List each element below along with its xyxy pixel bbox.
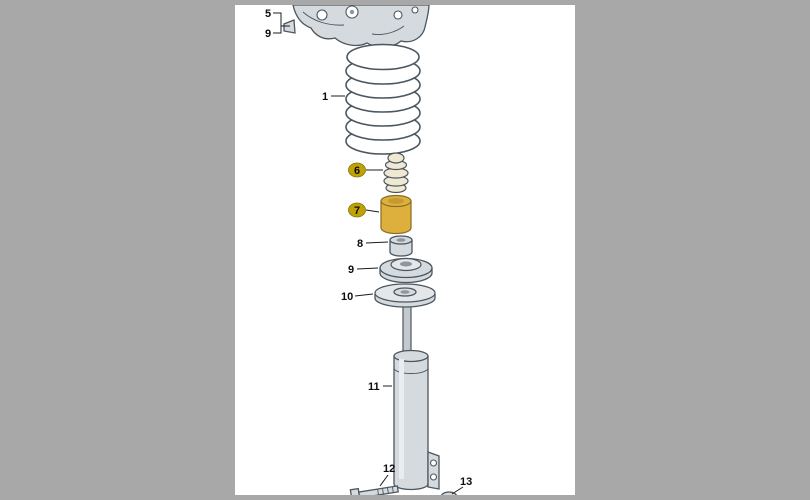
part-label-9-upper[interactable]: 9: [265, 28, 271, 40]
part-label-10[interactable]: 10: [341, 291, 353, 303]
strut-bearing: [379, 257, 433, 284]
top-mount-bracket: [283, 5, 430, 48]
strut-clamp-bracket: [427, 451, 440, 490]
bracket-contour: [371, 25, 405, 35]
spring-coil: [346, 43, 420, 71]
bushing-bore: [396, 238, 406, 242]
dust-cap-body: [380, 200, 412, 235]
highlight-badge-7[interactable]: [348, 202, 366, 218]
bolt-threads: [377, 486, 394, 495]
part-label-1[interactable]: 1: [322, 91, 328, 103]
part-label-8[interactable]: 8: [357, 238, 363, 250]
bushing: [389, 235, 413, 257]
leader-line: [379, 474, 389, 487]
bolt-hole: [393, 10, 403, 20]
leader-line: [365, 241, 389, 244]
strut-highlight: [399, 359, 404, 479]
coil-spring: [345, 43, 421, 155]
part-label-12[interactable]: 12: [383, 463, 395, 475]
hotspot-7[interactable]: 7: [348, 202, 366, 218]
part-label-6[interactable]: 6: [354, 165, 360, 177]
bolt-hole-center: [349, 9, 355, 15]
leader-line: [354, 293, 374, 297]
shock-absorber-strut: [393, 297, 440, 491]
part-label-7[interactable]: 7: [354, 205, 360, 217]
dust-cap-opening: [388, 198, 404, 204]
seat-bore: [400, 290, 410, 294]
bolt-shaft: [358, 485, 400, 495]
strut-shoulder: [393, 349, 429, 363]
bolt-hole: [316, 9, 328, 21]
diagram-canvas: 5 9 1 6 7 8 9 10: [235, 5, 575, 495]
spring-seat: [374, 283, 436, 308]
leader-line: [365, 209, 380, 213]
exploded-view-svg: 5 9 1 6 7 8 9 10: [265, 5, 472, 495]
part-label-9[interactable]: 9: [348, 264, 354, 276]
bracket-contour: [302, 11, 345, 26]
bump-stop-top: [387, 152, 405, 164]
dust-cap: [380, 194, 412, 235]
leader-line: [451, 486, 464, 495]
callout-brace: [273, 12, 290, 34]
leader-line: [356, 267, 379, 270]
strut-ring: [393, 367, 429, 374]
bearing-bore: [400, 261, 412, 267]
pinch-bolt: [349, 485, 400, 495]
bracket-body: [292, 5, 430, 48]
hotspot-6[interactable]: 6: [348, 162, 366, 178]
part-label-11[interactable]: 11: [368, 381, 380, 393]
callouts: 5 9 1 6 7 8 9 10: [265, 8, 472, 495]
part-label-5[interactable]: 5: [265, 8, 271, 20]
clamp-part: [440, 491, 458, 495]
clamp-hole: [429, 459, 438, 467]
part-label-13[interactable]: 13: [460, 476, 472, 488]
bump-stop: [383, 152, 409, 194]
highlight-badge-6[interactable]: [348, 162, 366, 178]
bolt-hole: [411, 6, 419, 14]
clamp-hole: [429, 473, 438, 481]
